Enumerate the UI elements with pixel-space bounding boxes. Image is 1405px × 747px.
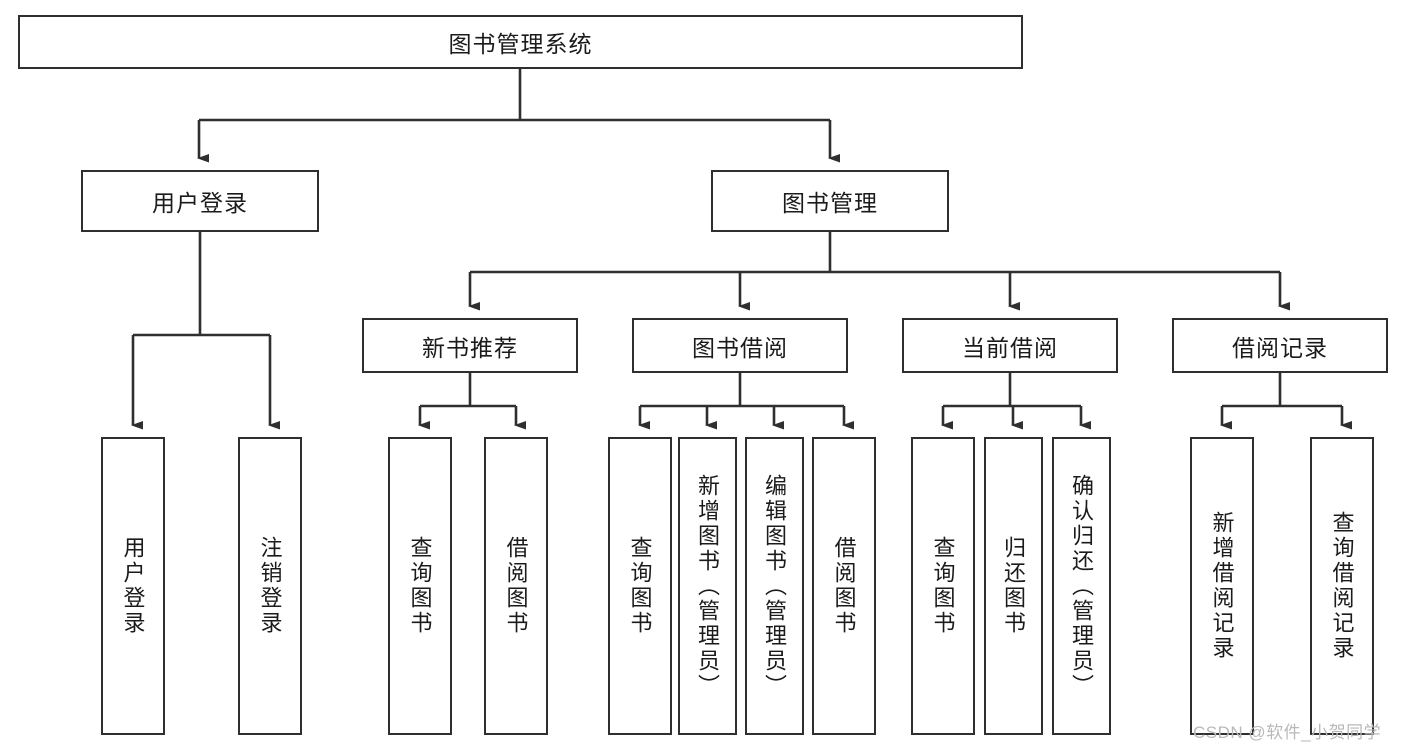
leaf-label: 新增图书（管理员） [695,473,721,699]
leaf-label: 查询图书 [407,536,433,636]
leaf-confirm-return-admin[interactable]: 确认归还（管理员） [1052,437,1111,735]
leaf-logout-login[interactable]: 注销登录 [238,437,302,735]
csdn-watermark: CSDN @软件_小贺同学 [1193,723,1382,742]
leaf-borrow-book-recommend[interactable]: 借阅图书 [484,437,548,735]
node-label: 借阅记录 [1232,334,1328,361]
node-new-book-recommend[interactable]: 新书推荐 [362,318,578,373]
leaf-add-borrow-record[interactable]: 新增借阅记录 [1190,437,1254,735]
leaf-label: 确认归还（管理员） [1069,473,1095,699]
leaf-add-book-admin[interactable]: 新增图书（管理员） [678,437,737,735]
node-user-login[interactable]: 用户登录 [81,170,319,232]
leaf-edit-book-admin[interactable]: 编辑图书（管理员） [745,437,804,735]
leaf-query-book-current[interactable]: 查询图书 [911,437,975,735]
leaf-user-login[interactable]: 用户登录 [101,437,165,735]
node-label: 当前借阅 [962,334,1058,361]
leaf-borrow-book-borrow[interactable]: 借阅图书 [812,437,876,735]
node-label: 用户登录 [152,190,248,216]
leaf-query-borrow-record[interactable]: 查询借阅记录 [1310,437,1374,735]
node-book-borrow[interactable]: 图书借阅 [632,318,848,373]
node-label: 图书管理 [782,190,878,216]
leaf-label: 注销登录 [257,536,283,636]
leaf-label: 查询借阅记录 [1329,511,1355,661]
node-label: 图书借阅 [692,334,788,361]
leaf-query-book-borrow[interactable]: 查询图书 [608,437,672,735]
leaf-return-book[interactable]: 归还图书 [984,437,1043,735]
node-label: 图书管理系统 [448,31,593,57]
leaf-label: 借阅图书 [831,536,857,636]
node-label: 新书推荐 [422,334,518,361]
node-current-borrow[interactable]: 当前借阅 [902,318,1118,373]
node-root-system[interactable]: 图书管理系统 [18,15,1023,69]
leaf-label: 编辑图书（管理员） [762,473,788,699]
leaf-label: 查询图书 [930,536,956,636]
node-borrow-record[interactable]: 借阅记录 [1172,318,1388,373]
leaf-query-book-recommend[interactable]: 查询图书 [388,437,452,735]
leaf-label: 新增借阅记录 [1209,511,1235,661]
leaf-label: 查询图书 [627,536,653,636]
node-book-management[interactable]: 图书管理 [711,170,949,232]
leaf-label: 用户登录 [120,536,146,636]
leaf-label: 借阅图书 [503,536,529,636]
leaf-label: 归还图书 [1001,536,1027,636]
